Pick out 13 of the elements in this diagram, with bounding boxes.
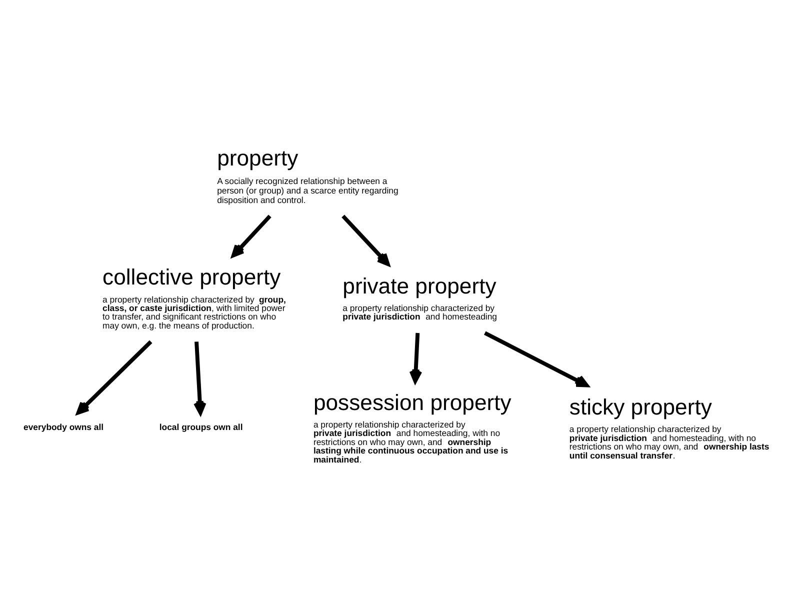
arrow xyxy=(409,332,422,384)
arrow xyxy=(194,342,206,415)
node-text: property A socially recognized relationship between a person (or group) and a scarce entity regarding disposition and control. xyxy=(217,145,398,205)
node-text: sticky property a property relationship characterized by private jurisdiction and homesteading, with no restrictions on who may own, and ownership lasts until consensual transfer. xyxy=(569,394,770,460)
node-text: private property a property relationship characterized by private jurisdiction and homesteading xyxy=(342,273,497,322)
arrow xyxy=(342,214,390,266)
arrow xyxy=(76,340,152,415)
node-text: collective property a property relationship characterized by group, class, or caste jurisdiction, with limited power to transfer, and significant restrictions on who may own, e.g. the means of production. xyxy=(102,264,286,330)
arrow xyxy=(484,331,589,388)
node-text: possession property a property relationship characterized by private jurisdiction and homesteading, with no restrictions on who may own, and ownership lasting while continuous occupation and use is maintained. xyxy=(313,390,512,464)
node-text: local groups own all xyxy=(159,422,243,432)
arrow xyxy=(232,214,272,258)
node-text: everybody owns all xyxy=(24,422,104,432)
